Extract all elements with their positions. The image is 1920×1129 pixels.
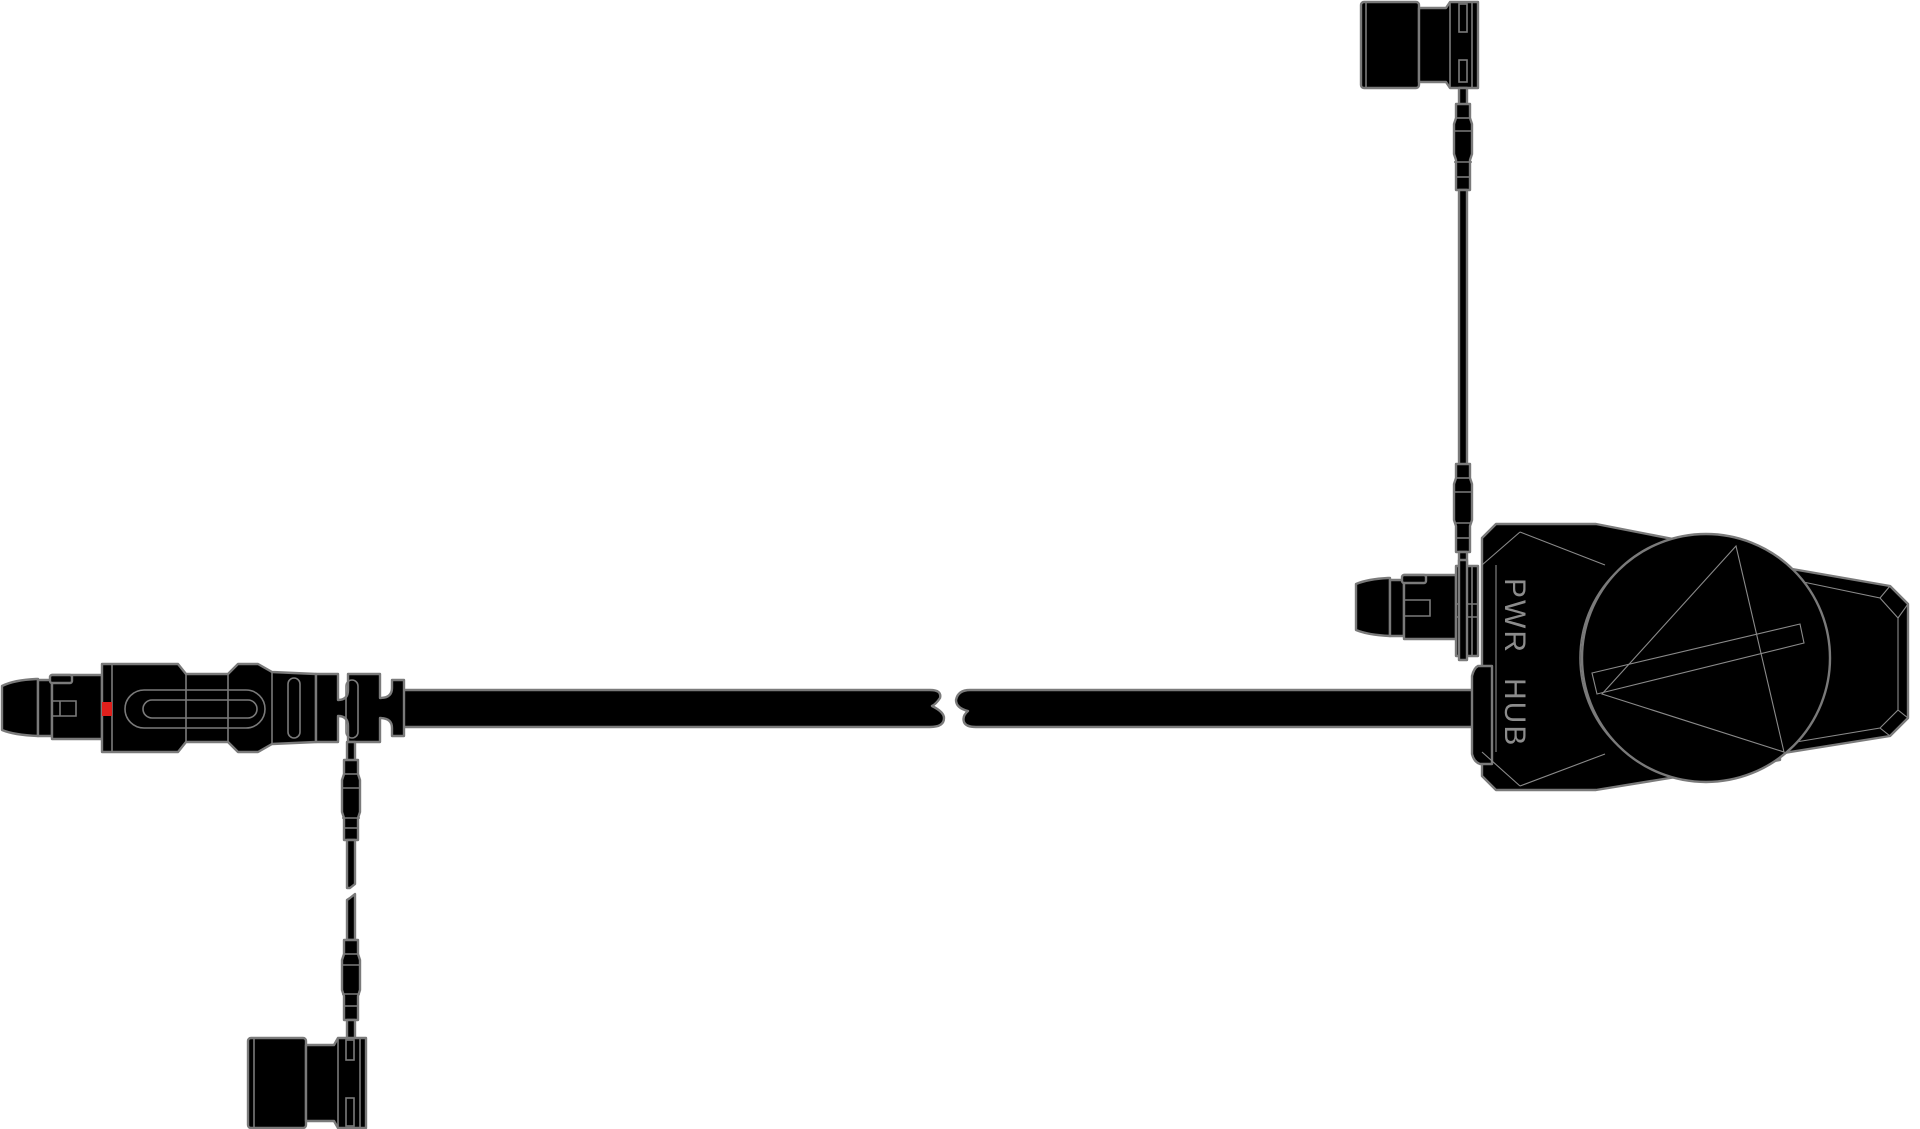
- dial-pointer-bar: [1591, 623, 1805, 695]
- main-cable: [393, 688, 1482, 729]
- left-input-connector: [0, 662, 406, 754]
- left-branch-cable: [340, 740, 362, 1042]
- red-indicator-dot: [102, 702, 112, 716]
- hub-label-hub: HUB: [1498, 678, 1531, 747]
- top-branch-cable: [1452, 86, 1474, 574]
- power-hub: PWR HUB: [1470, 522, 1910, 792]
- rotary-dial[interactable]: [1580, 532, 1832, 784]
- top-branch-connector: [1359, 0, 1480, 90]
- hub-label: PWR HUB: [1498, 578, 1531, 747]
- hub-label-pwr: PWR: [1498, 578, 1531, 654]
- left-branch-connector: [246, 1036, 368, 1129]
